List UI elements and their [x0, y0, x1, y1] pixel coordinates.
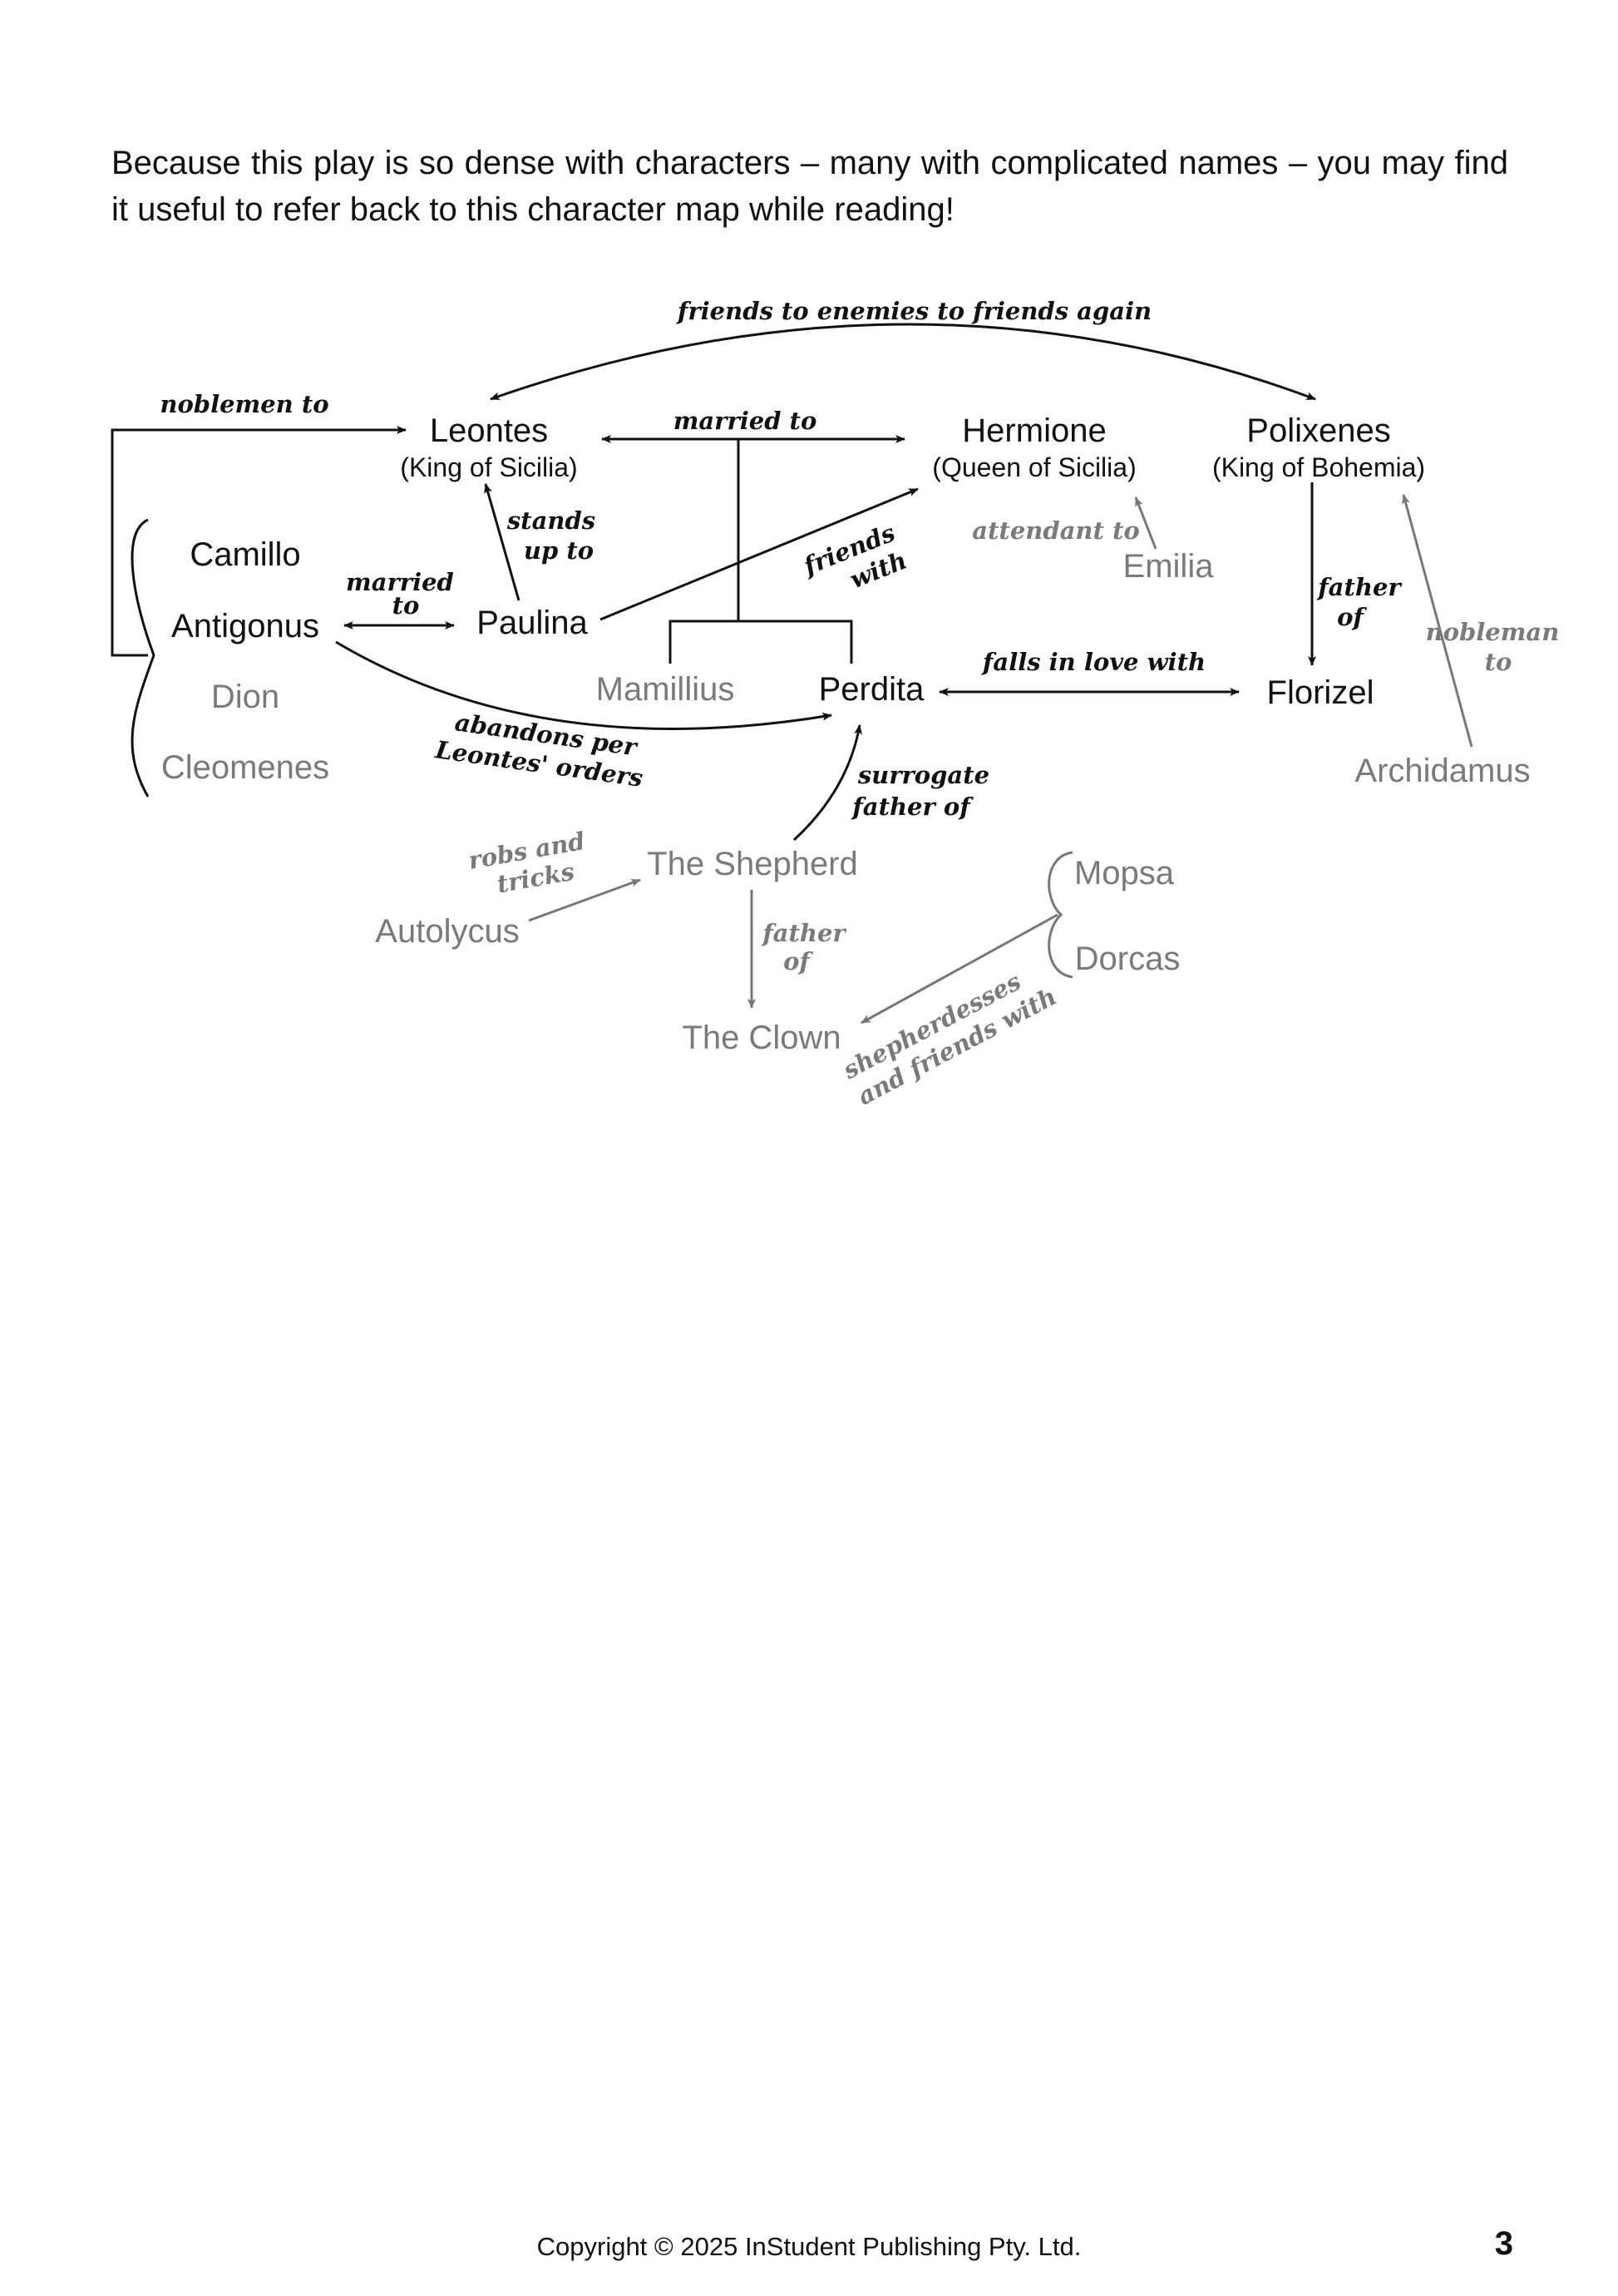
label-father-of-clown: father of [761, 919, 854, 975]
char-autolycus: Autolycus [375, 913, 519, 950]
label-falls-in-love: falls in love with [981, 648, 1206, 676]
noblemen-to-bracket [111, 426, 407, 657]
char-emilia: Emilia [1123, 548, 1215, 585]
label-robs-tricks: robs and tricks [466, 825, 600, 902]
shepherdesses-arrow [861, 913, 1058, 1025]
char-hermione-title: (Queen of Sicilia) [932, 452, 1136, 482]
character-map-diagram: Leontes (King of Sicilia) Hermione (Quee… [111, 297, 1568, 1111]
shepherdesses-brace [1048, 851, 1073, 979]
label-married-to: married to [673, 407, 817, 435]
label-surrogate-father: surrogate father of [851, 761, 998, 821]
char-polixenes: Polixenes [1246, 412, 1390, 449]
char-cleomenes: Cleomenes [161, 749, 329, 786]
char-perdita: Perdita [819, 671, 925, 708]
char-hermione: Hermione [962, 412, 1106, 449]
char-mamillius: Mamillius [596, 671, 735, 708]
friends-enemies-arc [490, 323, 1316, 401]
char-dion: Dion [211, 679, 279, 715]
label-noblemen-to: noblemen to [160, 390, 328, 418]
label-shepherdesses: shepherdesses and friends with [837, 955, 1061, 1111]
page-number: 3 [1494, 2225, 1513, 2262]
nobleman-to-arrow [1402, 494, 1473, 748]
left-group-brace [131, 518, 155, 797]
label-married-to-paulina: married to [346, 568, 462, 620]
char-dorcas: Dorcas [1075, 941, 1181, 977]
attendant-to-arrow [1134, 496, 1157, 550]
char-mopsa: Mopsa [1074, 855, 1175, 891]
char-leontes-title: (King of Sicilia) [400, 452, 577, 482]
label-stands-up-to: stands up to [506, 506, 604, 565]
abandons-arrow [335, 640, 832, 730]
label-attendant-to: attendant to [972, 516, 1140, 545]
intro-paragraph: Because this play is so dense with chara… [111, 145, 1508, 228]
char-florizel: Florizel [1267, 674, 1374, 711]
char-leontes: Leontes [430, 412, 548, 449]
char-shepherd: The Shepherd [647, 846, 858, 882]
stands-up-to-arrow [484, 483, 520, 601]
char-antigonus: Antigonus [171, 608, 319, 644]
surrogate-father-arrow [792, 724, 862, 842]
children-bracket [668, 620, 853, 664]
robs-tricks-arrow [528, 878, 641, 922]
char-polixenes-title: (King of Bohemia) [1212, 452, 1425, 482]
friends-with-arrow [599, 487, 919, 621]
label-nobleman-to: nobleman to [1426, 618, 1568, 676]
label-friends-with: friends with [798, 516, 918, 609]
label-friends-enemies: friends to enemies to friends again [676, 297, 1152, 325]
copyright-footer: Copyright © 2025 InStudent Publishing Pt… [536, 2232, 1082, 2261]
char-archidamus: Archidamus [1354, 753, 1530, 789]
label-father-of-florizel: father of [1316, 573, 1409, 631]
char-clown: The Clown [682, 1020, 841, 1056]
char-camillo: Camillo [190, 536, 300, 573]
char-paulina: Paulina [476, 605, 588, 641]
